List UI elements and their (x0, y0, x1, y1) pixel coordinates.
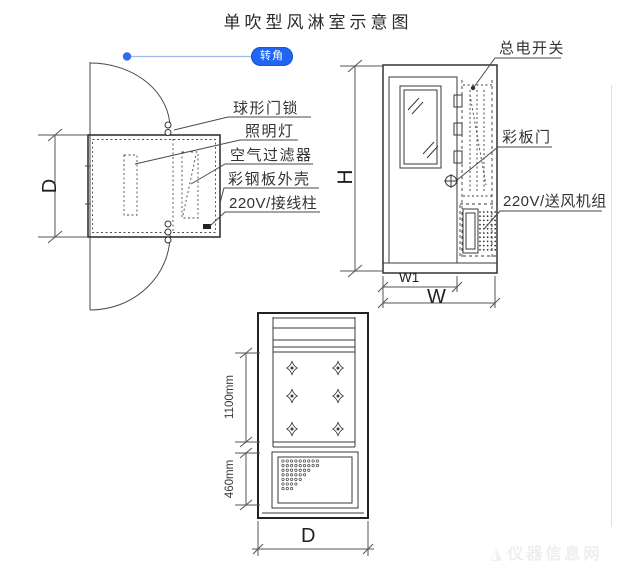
dimension-blower-section: 460mm (224, 459, 236, 499)
label-terminal-post: 220V/接线柱 (229, 195, 318, 212)
corner-callout-line (122, 52, 252, 61)
fan-unit-symbol (459, 203, 498, 257)
corner-annotation-badge[interactable]: 转角 (251, 47, 293, 66)
door-panel (388, 76, 458, 264)
label-steel-shell: 彩钢板外壳 (228, 171, 311, 188)
plan-label-leader-lines (134, 116, 320, 227)
label-panel-door: 彩板门 (502, 129, 552, 146)
door-hinge-symbols (164, 121, 172, 244)
air-filter-symbol (181, 151, 199, 219)
dimension-depth-plan: D (38, 178, 61, 194)
label-door-lock: 球形门锁 (233, 100, 300, 117)
front-view-drawing (382, 64, 498, 274)
terminal-post-symbol (203, 224, 211, 229)
label-lighting-lamp: 照明灯 (245, 123, 295, 140)
label-air-filter: 空气过滤器 (230, 147, 313, 164)
dimension-nozzle-section: 1100mm (224, 375, 236, 419)
nozzle-symbols (285, 360, 345, 437)
watermark-logo-icon: ◮ (490, 546, 506, 563)
front-hinges (453, 94, 463, 164)
dimension-height: H (334, 169, 357, 185)
page-title: 单吹型风淋室示意图 (223, 13, 413, 32)
dimension-width: W (427, 286, 446, 308)
lamp-symbol (123, 154, 138, 216)
dimension-depth-bottom: D (301, 525, 316, 547)
dimension-door-width: W1 (399, 270, 420, 285)
label-fan-unit: 220V/送风机组 (503, 193, 607, 210)
callout-anchor-dot (122, 52, 132, 61)
door-knob-symbol (444, 174, 458, 188)
interior-view-drawing (257, 312, 369, 519)
watermark-text: 仪器信息网 (507, 546, 603, 563)
watermark: ◮仪器信息网 (490, 540, 602, 564)
front-label-leader-lines (456, 57, 602, 230)
label-main-power-switch: 总电开关 (499, 40, 566, 57)
plan-depth-dimension-lines (38, 128, 88, 244)
blower-grille (271, 451, 359, 509)
plan-view-drawing (85, 62, 221, 311)
front-dimension-lines (340, 59, 501, 309)
interior-dimension-lines (235, 347, 374, 556)
door-window (399, 85, 442, 169)
